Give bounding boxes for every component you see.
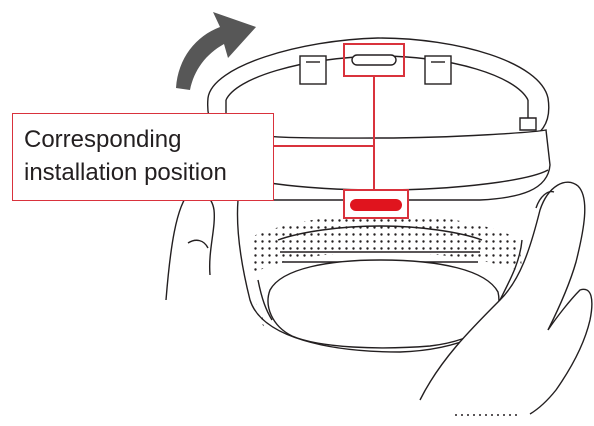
body-position-marker: [343, 189, 409, 219]
callout-connector: [274, 76, 375, 190]
vent-grille: [250, 214, 522, 332]
front-hand: [419, 181, 593, 416]
curved-arrow-icon: [176, 12, 256, 90]
back-hand: [165, 190, 216, 301]
callout-box: Corresponding installation position: [12, 113, 274, 201]
sensor-disk: [267, 259, 500, 349]
callout-line-1: Corresponding: [24, 126, 182, 153]
callout-line-2: installation position: [24, 159, 227, 186]
mounting-base: [207, 37, 550, 141]
